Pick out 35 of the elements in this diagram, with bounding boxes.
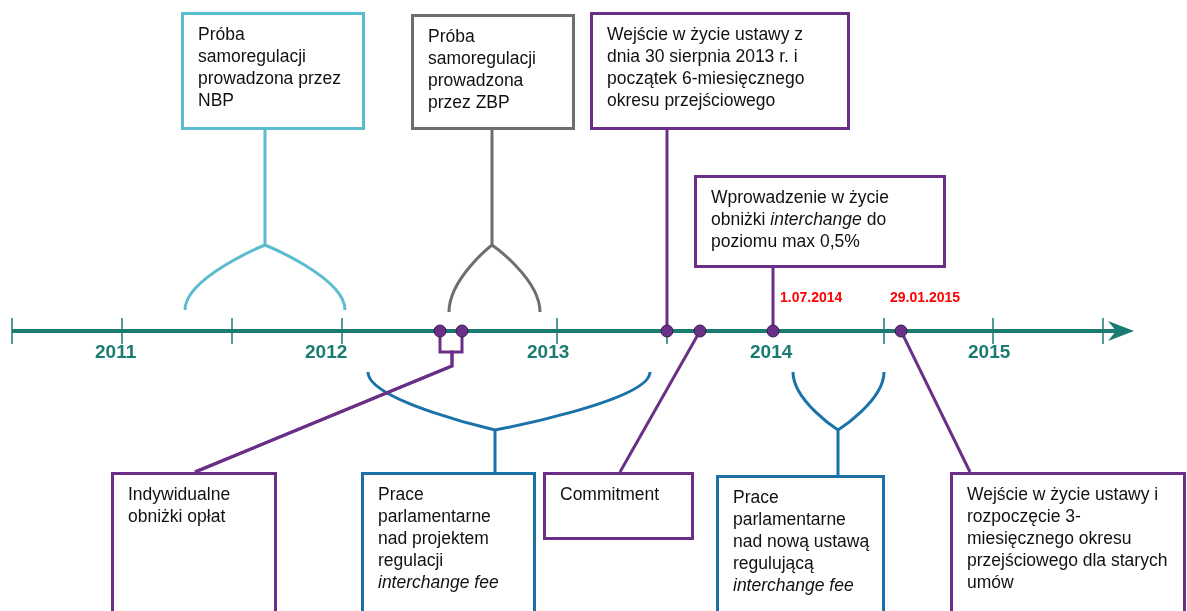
event-box <box>543 472 694 540</box>
event-text: Próba samoregulacji prowadzona przez NBP <box>198 23 342 111</box>
year-label: 2013 <box>527 341 570 363</box>
year-label: 2015 <box>968 341 1011 363</box>
timeline-dot <box>660 324 674 338</box>
date-label: 29.01.2015 <box>890 289 961 305</box>
event-text: Wejście w życie ustawy z dnia 30 sierpnia 2013 r. i początek 6-miesięcznego okresu przejściowego <box>607 23 806 111</box>
date-label: 1.07.2014 <box>780 289 843 305</box>
leader-line <box>902 335 972 473</box>
event-box <box>694 175 946 268</box>
event-box <box>716 475 885 611</box>
event-text: Prace parlamentarne nad nową ustawą regulującą interchange fee <box>733 486 871 596</box>
event-box <box>411 14 575 130</box>
event-text: Wejście w życie ustawy i rozpoczęcie 3-miesięcznego okresu przejściowego dla starych umów <box>967 483 1169 593</box>
event-text: Commitment <box>560 483 661 505</box>
timeline-dot <box>455 324 469 338</box>
event-text: Indywidualne obniżki opłat <box>128 483 232 527</box>
event-box <box>950 472 1186 611</box>
year-label: 2014 <box>750 341 793 363</box>
timeline-dot <box>766 324 780 338</box>
timeline-dot <box>693 324 707 338</box>
leader-line <box>665 130 669 325</box>
event-text: Próba samoregulacji prowadzona przez ZBP <box>428 25 537 113</box>
year-label: 2012 <box>305 341 348 363</box>
timeline-dot <box>433 324 447 338</box>
year-label: 2011 <box>95 341 137 363</box>
event-text: Prace parlamentarne nad projektem regulacji interchange fee <box>378 483 500 593</box>
timeline-dot <box>894 324 908 338</box>
leader-line <box>618 335 699 473</box>
event-box <box>181 12 365 130</box>
leader-line <box>771 268 775 325</box>
event-box <box>361 472 536 611</box>
event-text: Wprowadzenie w życie obniżki interchange do poziomu max 0,5% <box>711 186 890 252</box>
event-box <box>111 472 277 611</box>
event-box <box>590 12 850 130</box>
